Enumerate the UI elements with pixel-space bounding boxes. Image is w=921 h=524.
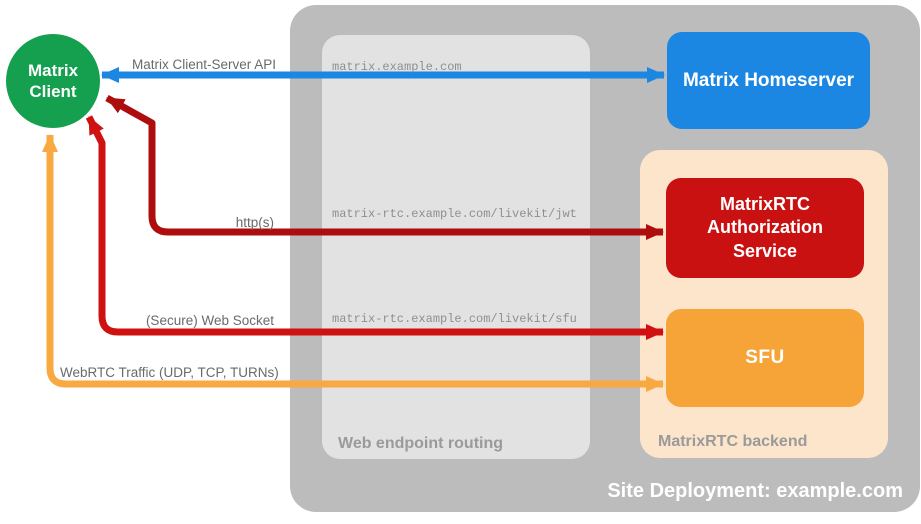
arrow-label-web-socket: (Secure) Web Socket bbox=[145, 313, 274, 328]
matrix-client-label: Matrix Client bbox=[27, 60, 79, 101]
endpoint-url-sfu: matrix-rtc.example.com/livekit/sfu bbox=[332, 312, 577, 326]
matrix-client-node: Matrix Client bbox=[6, 34, 100, 128]
endpoint-url-homeserver: matrix.example.com bbox=[332, 60, 462, 74]
matrix-homeserver-node: Matrix Homeserver bbox=[667, 32, 870, 129]
site-deployment-label: Site Deployment: example.com bbox=[607, 480, 903, 502]
web-endpoint-routing-label: Web endpoint routing bbox=[338, 435, 504, 452]
auth-service-label: MatrixRTC Authorization Service bbox=[707, 193, 823, 261]
arrow-label-webrtc-traffic: WebRTC Traffic (UDP, TCP, TURNs) bbox=[60, 365, 279, 380]
web-endpoint-routing-box bbox=[322, 35, 590, 459]
matrixrtc-backend-label: MatrixRTC backend bbox=[658, 433, 808, 450]
auth-service-node: MatrixRTC Authorization Service bbox=[666, 178, 864, 278]
sfu-node: SFU bbox=[666, 309, 864, 407]
arrow-label-https: http(s) bbox=[235, 215, 274, 230]
matrix-homeserver-label: Matrix Homeserver bbox=[682, 69, 855, 91]
sfu-label: SFU bbox=[745, 347, 785, 368]
endpoint-url-jwt: matrix-rtc.example.com/livekit/jwt bbox=[332, 207, 577, 221]
arrow-label-client-server-api: Matrix Client-Server API bbox=[131, 57, 276, 72]
